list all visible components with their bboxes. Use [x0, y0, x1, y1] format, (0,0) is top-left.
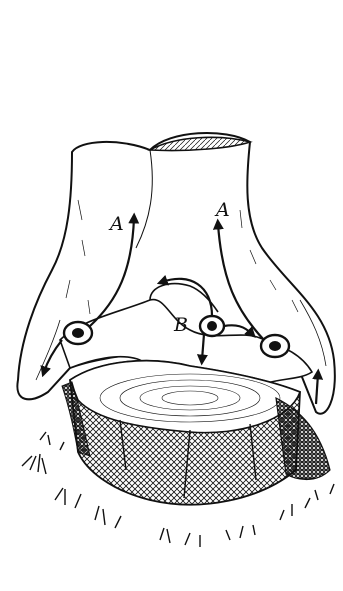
cut-stump [62, 361, 330, 505]
label-a-left: A [108, 213, 124, 235]
label-a-right: A [214, 199, 230, 221]
label-b-center: B [173, 314, 188, 336]
